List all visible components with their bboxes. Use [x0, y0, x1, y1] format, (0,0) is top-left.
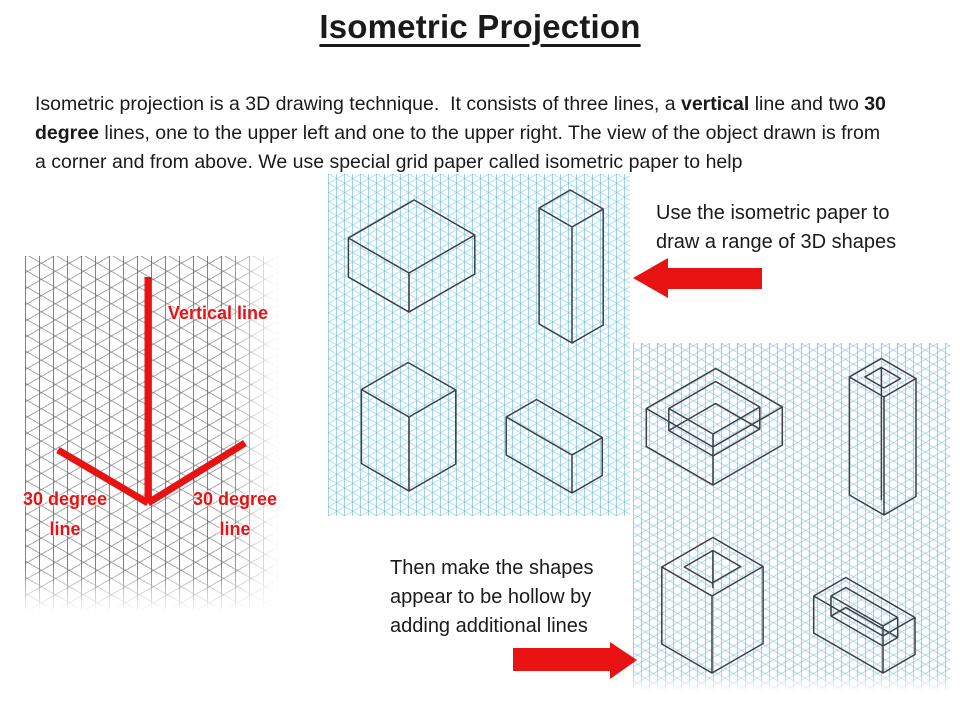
intro-text-1: Isometric projection is a 3D drawing tec…: [35, 92, 681, 115]
right-30-degree-label: 30 degree line: [192, 489, 278, 539]
hollow-callout-line3: adding additional lines: [390, 615, 588, 637]
iso-paper-hollow-shapes: [633, 343, 950, 690]
vertical-line-label: Vertical line: [168, 303, 269, 323]
hollow-paper-fade: [633, 343, 950, 690]
intro-bold-vertical: vertical: [680, 92, 750, 115]
page-title: Isometric Projection: [319, 8, 641, 45]
intro-text-2: line and two: [749, 92, 865, 115]
intro-text-3: lines, one to the upper left and one to …: [35, 121, 886, 173]
use-paper-callout-line2: draw a range of 3D shapes: [656, 231, 897, 253]
use-paper-callout: Use the isometric paper to draw a range …: [656, 199, 896, 257]
use-paper-callout-line1: Use the isometric paper to: [656, 202, 890, 224]
iso-paper-solid-shapes: [328, 174, 630, 516]
arrow-left-icon: [633, 258, 762, 298]
arrow-right-icon: [513, 642, 637, 679]
hollow-callout-line1: Then make the shapes: [390, 557, 594, 579]
intro-paragraph: Isometric projection is a 3D drawing tec…: [35, 90, 887, 177]
hollow-callout: Then make the shapes appear to be hollow…: [390, 554, 593, 641]
left-30-degree-label: 30 degree line: [22, 489, 108, 539]
intro-bold-30-degree: 30 degree: [35, 92, 892, 144]
hollow-callout-line2: appear to be hollow by: [390, 586, 592, 608]
